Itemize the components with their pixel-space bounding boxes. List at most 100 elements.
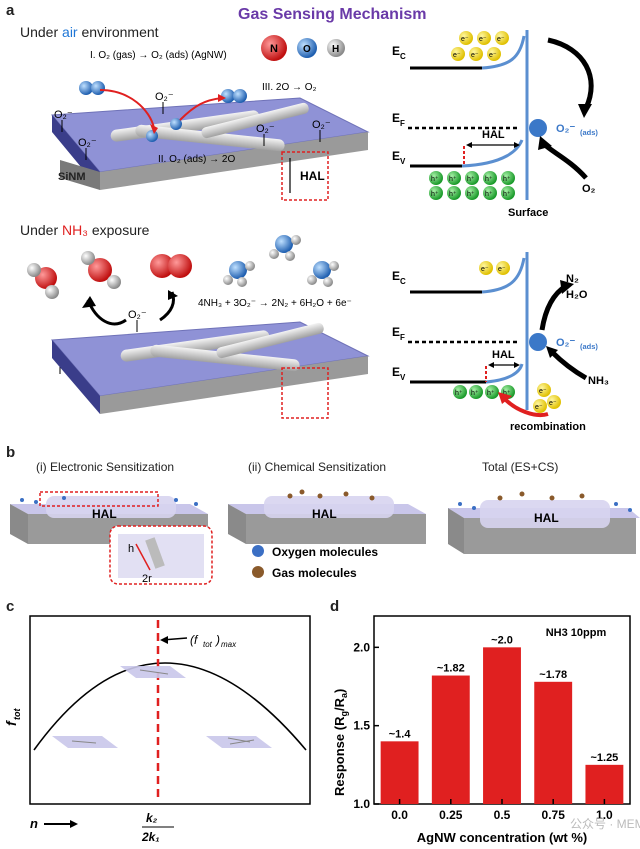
svg-text:V: V: [400, 373, 406, 382]
x-axis-label: AgNW concentration (wt %): [417, 830, 587, 845]
x-tick-label: 0.5: [494, 808, 511, 822]
svg-text:h⁺: h⁺: [503, 176, 511, 183]
svg-text:e⁻: e⁻: [479, 36, 487, 43]
nh3-hal-box: [281, 367, 329, 419]
svg-text:e⁻: e⁻: [539, 388, 547, 395]
svg-text:O: O: [303, 44, 311, 55]
svg-text:NH₃: NH₃: [588, 375, 609, 387]
svg-text:e⁻: e⁻: [481, 266, 489, 273]
svg-text:2k₁: 2k₁: [141, 830, 160, 844]
bar-data-label: ~2.0: [491, 634, 513, 646]
atom-o-icon: [297, 38, 317, 58]
svg-text:h: h: [128, 543, 134, 555]
air-cond-highlight: air: [62, 24, 78, 40]
bar-data-label: ~1.25: [590, 752, 618, 764]
svg-text:h⁺: h⁺: [449, 176, 457, 183]
bar-0.75: [534, 681, 573, 804]
svg-text:F: F: [400, 119, 405, 128]
svg-text:recombination: recombination: [510, 421, 586, 433]
bar-0.5: [483, 647, 521, 804]
svg-text:e⁻: e⁻: [498, 266, 506, 273]
svg-text:h⁺: h⁺: [455, 390, 463, 397]
svg-text:O₂: O₂: [582, 183, 596, 195]
svg-text:h⁺: h⁺: [431, 191, 439, 198]
svg-text:n: n: [30, 816, 38, 831]
bar-data-label: ~1.4: [389, 728, 412, 740]
air-cond-suffix: environment: [77, 24, 159, 40]
air-slab-front: [100, 132, 368, 190]
svg-text:N₂: N₂: [566, 273, 579, 285]
x-tick-label: 0.0: [391, 808, 408, 822]
svg-text:E: E: [392, 44, 400, 58]
air-o2minus-1: O₂⁻: [54, 109, 73, 121]
panel-c-graphics: (f tot ) max f tot n k₂ 2k₁: [3, 615, 311, 844]
band-diagram-nh3: E C E F E V HAL O₂⁻ (ads) N₂ H₂O NH₃ rec…: [392, 252, 609, 433]
svg-text:O₂⁻: O₂⁻: [556, 337, 575, 349]
watermark: 公众号 · MEMS: [570, 817, 640, 831]
svg-text:e⁻: e⁻: [453, 52, 461, 59]
bar-1.0: [585, 764, 624, 804]
svg-text:Surface: Surface: [508, 207, 548, 219]
svg-text:H: H: [332, 44, 339, 55]
panel-a-graphics: HAL SiNM O₂⁻ O₂⁻ O₂⁻ O₂⁻ O₂⁻ I. O₂ (gas)…: [27, 30, 609, 433]
svg-text:HAL: HAL: [482, 129, 505, 141]
air-o2minus-5: O₂⁻: [312, 119, 331, 131]
bar-0.25: [431, 675, 470, 804]
nh3-nanowires: [120, 322, 324, 372]
nh3-cond-prefix: Under: [20, 222, 63, 238]
panel-d-letter: d: [330, 598, 340, 615]
svg-text:F: F: [400, 333, 405, 342]
y-tick-label: 1.0: [353, 797, 370, 811]
svg-text:h⁺: h⁺: [449, 191, 457, 198]
nh3-o2minus-1: O₂⁻: [128, 309, 147, 321]
bar-0.0: [380, 741, 419, 804]
air-o2minus-3: O₂⁻: [155, 91, 174, 103]
svg-text:tot: tot: [203, 640, 213, 649]
air-o2minus-2: O₂⁻: [78, 137, 97, 149]
air-hal-label: HAL: [300, 169, 325, 183]
response-bar-chart: NH3 10ppm 1.01.52.0 ~1.4 ~1.82 ~2.0 ~1.78 ~1…: [332, 615, 640, 845]
x-tick-label: 0.25: [439, 808, 463, 822]
gas-legend-icon: [252, 566, 264, 578]
atom-h-icon: [327, 39, 345, 57]
svg-text:E: E: [392, 325, 400, 339]
x-axis-ticks: 0.0 0.25 0.5 0.75 1.0: [391, 799, 613, 822]
panel-c-frame: [29, 615, 311, 805]
svg-text:E: E: [392, 111, 400, 125]
svg-text:f: f: [3, 720, 19, 726]
svg-text:H₂O: H₂O: [566, 289, 588, 301]
bar-data-label: ~1.82: [437, 663, 465, 675]
air-holes: h⁺ h⁺ h⁺ h⁺ h⁺ h⁺ h⁺ h⁺ h⁺ h⁺: [429, 171, 515, 200]
svg-text:e⁻: e⁻: [471, 52, 479, 59]
panel-b-sub3: Total (ES+CS): [482, 460, 559, 474]
svg-text:): ): [214, 633, 220, 647]
air-step1: I. O₂ (gas) → O₂ (ads) (AgNW): [90, 50, 227, 61]
svg-text:e⁻: e⁻: [549, 400, 557, 407]
x-tick-label: 0.75: [542, 808, 566, 822]
panel-c-letter: c: [6, 598, 15, 615]
svg-text:max: max: [221, 640, 237, 649]
svg-text:k₂: k₂: [146, 811, 158, 825]
oxygen-legend-icon: [252, 545, 264, 557]
air-electrons: e⁻ e⁻ e⁻ e⁻ e⁻ e⁻: [451, 31, 509, 61]
air-hal-box: [281, 151, 329, 201]
svg-text:(ads): (ads): [580, 128, 598, 137]
air-adsorb-arrow: [99, 89, 155, 129]
panel-b-graphics: HAL h 2r HAL HAL Oxygen molecules Gas mo…: [10, 489, 640, 585]
x-tick-label: 1.0: [596, 808, 613, 822]
svg-text:HAL: HAL: [534, 511, 559, 525]
nh3-molecules: [27, 235, 339, 299]
chart-inset-label: NH3 10ppm: [546, 627, 607, 639]
svg-text:2r: 2r: [142, 573, 152, 585]
bar-data-label: ~1.78: [539, 669, 567, 681]
svg-text:V: V: [400, 157, 406, 166]
nh3-condition-label: Under NH₃ exposure: [20, 222, 149, 238]
svg-text:e⁻: e⁻: [535, 404, 543, 411]
svg-text:E: E: [392, 365, 400, 379]
svg-text:(ads): (ads): [580, 342, 598, 351]
svg-text:e⁻: e⁻: [497, 36, 505, 43]
y-axis-ticks: 1.01.52.0: [353, 640, 379, 811]
svg-text:Response (Rg/Ra): Response (Rg/Ra): [332, 689, 349, 796]
svg-text:N: N: [270, 43, 278, 55]
svg-text:h⁺: h⁺: [485, 191, 493, 198]
